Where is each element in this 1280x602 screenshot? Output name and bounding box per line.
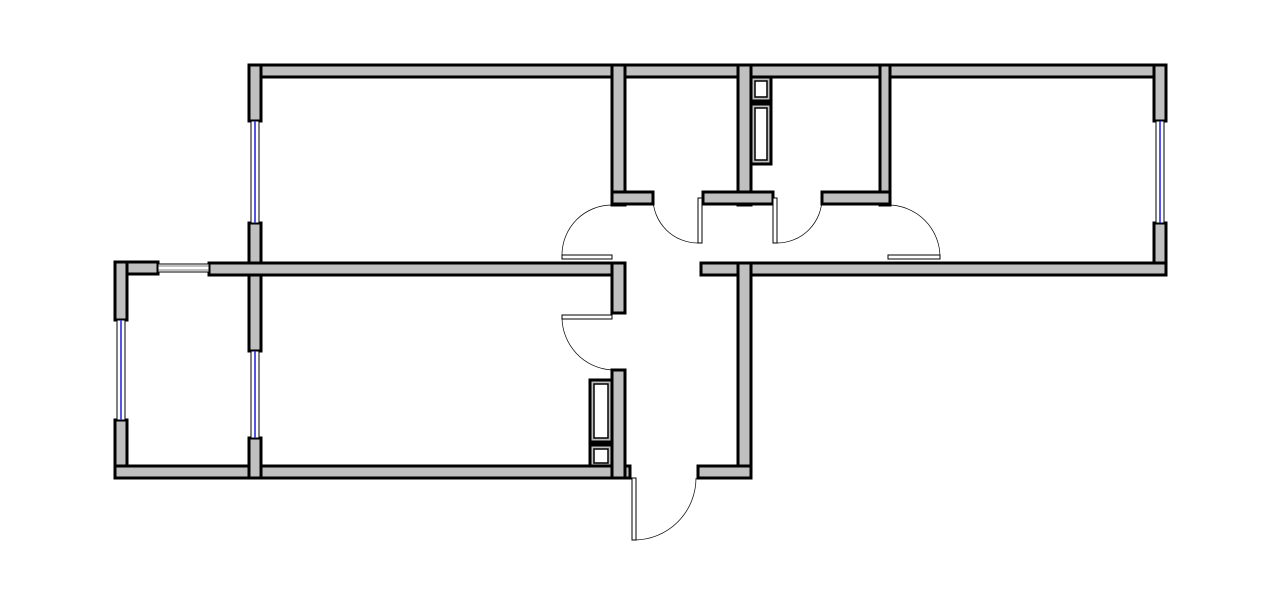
door-lower-left-room [561,314,613,371]
wall-upper-left-top [247,63,263,123]
wall-bottom-left [113,464,632,480]
doors [561,197,941,541]
door-right-room [887,204,941,260]
wall-partition-1-foot [610,190,655,206]
wall-middle-left [207,261,627,277]
wall-balcony-left-top [113,260,129,322]
door-bath [652,197,703,244]
window-balcony-top [157,263,210,273]
ventilation-shafts [588,75,773,468]
door-entrance [631,477,697,541]
wall-right-top [1152,63,1168,123]
wall-entrance-bottom-stub [696,464,753,480]
wall-top-exterior [247,63,1168,79]
wall-lower-room-right [610,368,627,480]
door-upper-left-room [561,204,613,260]
wall-partition-1 [610,63,627,207]
wall-entrance-right [736,261,753,480]
window-balcony-outer [116,319,126,421]
window-lower-left [250,350,260,439]
door-toilet [772,197,823,244]
wall-partition-2-foot [701,190,775,206]
wall-partition-3 [878,63,892,207]
wall-lower-divider-bottom [247,436,263,480]
wall-upper-left-lower [247,221,263,353]
wall-partition-3-foot [820,190,892,206]
wall-middle-stub [610,261,627,315]
window-right [1155,120,1165,224]
wall-partition-2 [736,63,753,207]
walls [113,63,1168,480]
wall-middle-right [699,261,1168,277]
windows [116,120,1165,439]
window-upper-left [250,120,260,224]
